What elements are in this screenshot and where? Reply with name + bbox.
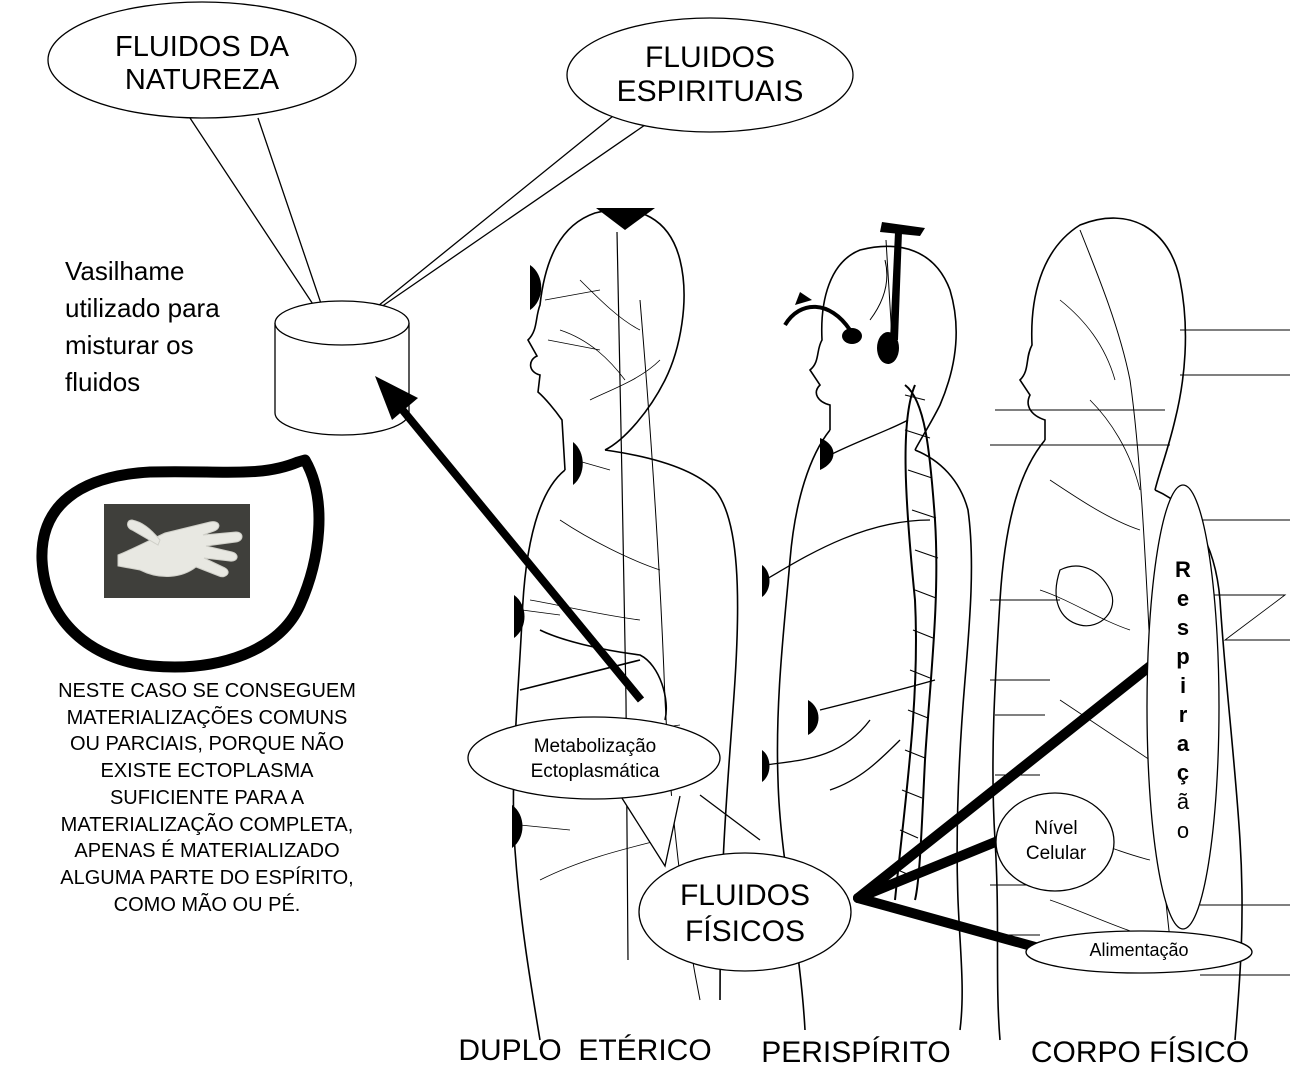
alimentacao-text: Alimentação: [1040, 940, 1238, 960]
note-line-4: EXISTE ECTOPLASMA: [2, 758, 412, 785]
note-line-5: SUFICIENTE PARA A: [2, 785, 412, 812]
metabolizacao-text: Metabolização Ectoplasmática: [478, 734, 712, 784]
glove-photo: [104, 504, 250, 598]
label-duplo-eterico: DUPLO ETÉRICO: [440, 1034, 730, 1068]
respiracao-letter: R: [1168, 555, 1198, 584]
respiracao-letter: i: [1168, 671, 1198, 700]
respiracao-text: R e s p i r a ç ã o: [1168, 555, 1198, 845]
respiracao-letter: r: [1168, 700, 1198, 729]
fluidos-fisicos-line-2: FÍSICOS: [648, 914, 842, 950]
respiracao-letter: p: [1168, 642, 1198, 671]
note-line-8: ALGUMA PARTE DO ESPÍRITO,: [2, 865, 412, 892]
metabolizacao-line-2: Ectoplasmática: [478, 759, 712, 784]
note-line-7: APENAS É MATERIALIZADO: [2, 838, 412, 865]
respiracao-letter: s: [1168, 613, 1198, 642]
nivel-celular-line-1: Nível: [1000, 816, 1112, 841]
materialization-note: NESTE CASO SE CONSEGUEM MATERIALIZAÇÕES …: [2, 678, 412, 918]
nivel-celular-text: Nível Celular: [1000, 816, 1112, 866]
label-perispirito: PERISPÍRITO: [736, 1036, 976, 1070]
vessel-label: Vasilhame utilizado para misturar os flu…: [65, 253, 275, 401]
respiracao-letter: a: [1168, 729, 1198, 758]
respiracao-letter: e: [1168, 584, 1198, 613]
perispirito-chakras: [762, 222, 925, 782]
bubble-espirituais-text: FLUIDOS ESPIRITUAIS: [580, 41, 840, 109]
nivel-celular-line-2: Celular: [1000, 841, 1112, 866]
vessel-label-line-1: Vasilhame: [65, 253, 275, 290]
note-line-1: NESTE CASO SE CONSEGUEM: [2, 678, 412, 705]
note-line-6: MATERIALIZAÇÃO COMPLETA,: [2, 812, 412, 839]
metabolizacao-line-1: Metabolização: [478, 734, 712, 759]
respiracao-letter: ç: [1168, 758, 1198, 787]
bubble-espirituais-line-1: FLUIDOS: [580, 41, 840, 75]
note-line-2: MATERIALIZAÇÕES COMUNS: [2, 705, 412, 732]
respiracao-letter: ã: [1168, 787, 1198, 816]
vessel-label-line-2: utilizado para: [65, 290, 275, 327]
fluidos-fisicos-text: FLUIDOS FÍSICOS: [648, 878, 842, 950]
bubble-natureza-text: FLUIDOS DA NATUREZA: [60, 31, 344, 97]
vessel-cylinder: [275, 301, 409, 435]
note-line-9: COMO MÃO OU PÉ.: [2, 892, 412, 919]
bubble-natureza-line-1: FLUIDOS DA: [60, 31, 344, 64]
arrow-to-vessel: [375, 376, 641, 700]
label-corpo-fisico: CORPO FÍSICO: [1020, 1036, 1260, 1070]
fluidos-fisicos-line-1: FLUIDOS: [648, 878, 842, 914]
bubble-espirituais-line-2: ESPIRITUAIS: [580, 75, 840, 109]
vessel-label-line-4: fluidos: [65, 364, 275, 401]
bubble-natureza-line-2: NATUREZA: [60, 64, 344, 97]
note-line-3: OU PARCIAIS, PORQUE NÃO: [2, 731, 412, 758]
corpo-fisico-figure: [990, 218, 1290, 1040]
respiracao-letter: o: [1168, 816, 1198, 845]
vessel-label-line-3: misturar os: [65, 327, 275, 364]
